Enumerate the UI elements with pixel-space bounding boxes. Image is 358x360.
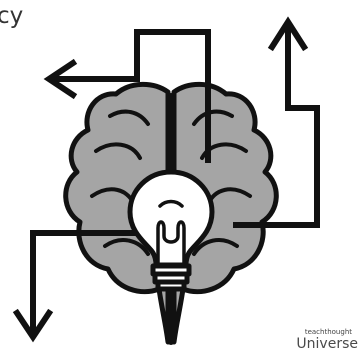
lightbulb-base xyxy=(158,282,184,289)
watermark: teachthought Universe xyxy=(286,326,358,356)
watermark-large-text: Universe xyxy=(286,337,358,352)
watermark-small-text: teachthought xyxy=(286,326,358,337)
